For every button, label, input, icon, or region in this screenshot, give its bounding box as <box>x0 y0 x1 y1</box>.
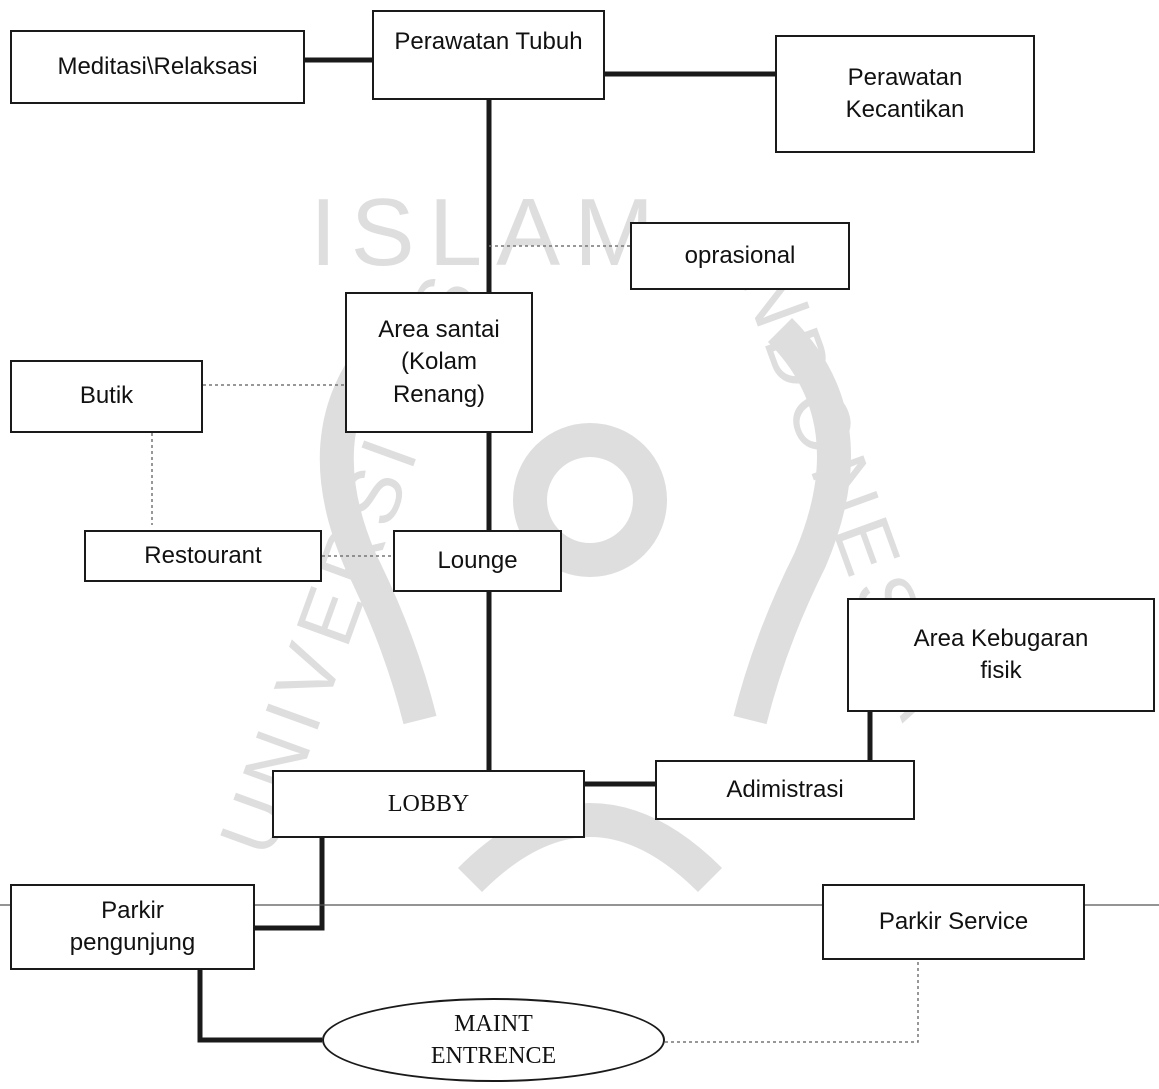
node-area-santai: Area santai (Kolam Renang) <box>345 292 533 433</box>
link-lobby-parkir <box>255 838 325 931</box>
link-parkir-entrance <box>197 970 322 1043</box>
link-entrance-parkirservice <box>665 960 919 1043</box>
node-meditasi-relaksasi: Meditasi\Relaksasi <box>10 30 305 104</box>
node-adimistrasi: Adimistrasi <box>655 760 915 820</box>
node-parkir-pengunjung: Parkir pengunjung <box>10 884 255 970</box>
node-butik: Butik <box>10 360 203 433</box>
node-maint-entrence: MAINT ENTRENCE <box>322 998 665 1082</box>
node-parkir-service: Parkir Service <box>822 884 1085 960</box>
node-perawatan-kecantikan: Perawatan Kecantikan <box>775 35 1035 153</box>
node-lounge: Lounge <box>393 530 562 592</box>
node-lobby: LOBBY <box>272 770 585 838</box>
node-oprasional: oprasional <box>630 222 850 290</box>
node-area-kebugaran: Area Kebugaran fisik <box>847 598 1155 712</box>
node-perawatan-tubuh: Perawatan Tubuh <box>372 10 605 100</box>
node-restourant: Restourant <box>84 530 322 582</box>
